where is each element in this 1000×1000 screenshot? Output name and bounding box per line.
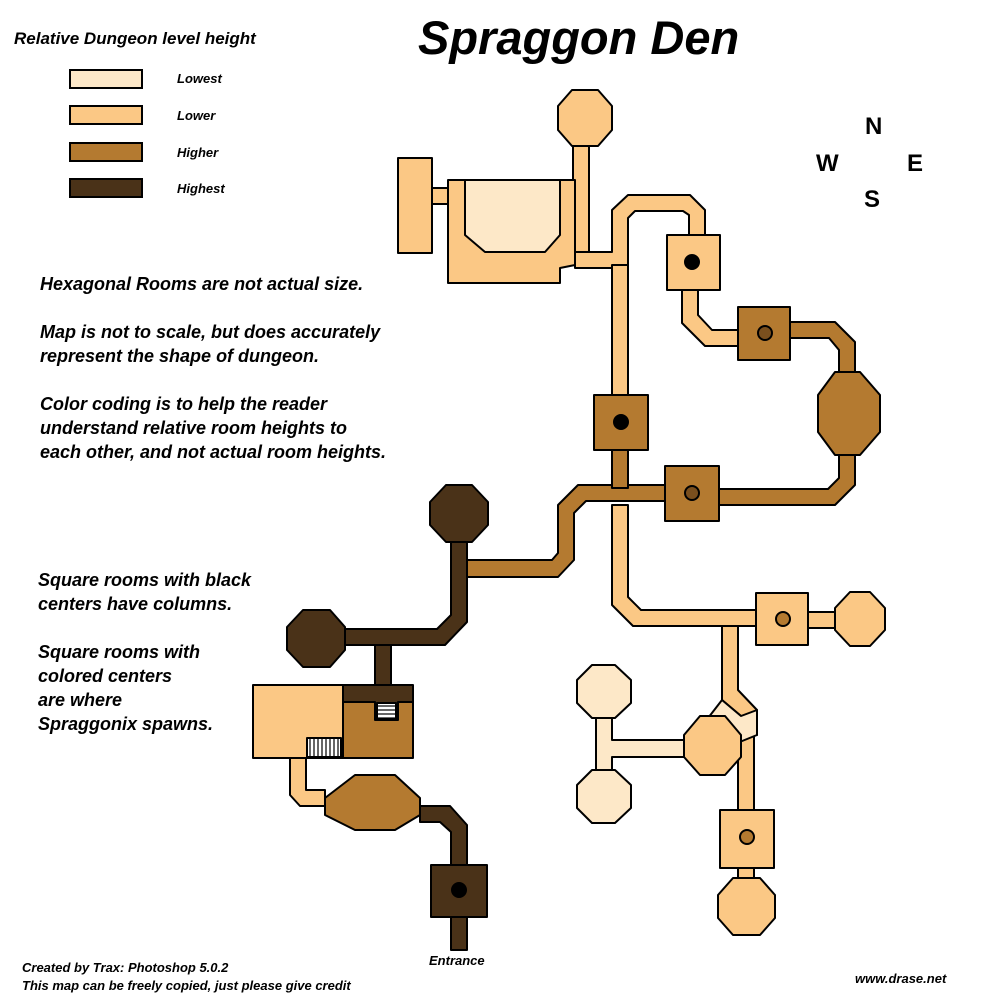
room-octagon (683, 715, 742, 776)
note-columns: Square rooms with black centers have col… (38, 570, 252, 614)
corridor (611, 447, 629, 489)
spawn-point (739, 829, 755, 845)
column (613, 414, 629, 430)
corridor (611, 504, 761, 627)
corridor (611, 264, 629, 396)
entrance-label: Entrance (429, 953, 485, 968)
compass-north: N (865, 113, 883, 140)
legend-label-lowest: Lowest (177, 71, 222, 86)
legend-label-lower: Lower (177, 108, 216, 123)
legend-swatch-highest (69, 178, 143, 198)
website-label: www.drase.net (855, 971, 947, 986)
corridor (419, 805, 468, 866)
note-color-coding: Color coding is to help the reader under… (40, 394, 387, 462)
legend-swatch-lowest (69, 69, 143, 89)
room-hexagon (324, 774, 421, 831)
room-octagon (576, 664, 632, 719)
corridor (342, 539, 468, 646)
stairs (306, 737, 342, 758)
note-spawns: Square rooms with colored centers are wh… (38, 642, 214, 734)
room-octagon (286, 609, 346, 668)
room-octagon (464, 179, 561, 253)
note-hexagonal-rooms: Hexagonal Rooms are not actual size. (40, 274, 364, 294)
legend-swatch-lower (69, 105, 143, 125)
room-square (397, 157, 433, 254)
room-octagon (834, 591, 886, 647)
credit-line-2: This map can be freely copied, just plea… (22, 978, 351, 993)
room-octagon (429, 484, 489, 543)
column (451, 882, 467, 898)
compass-east: E (907, 150, 924, 177)
map-title: Spraggon Den (418, 11, 740, 64)
corridor (466, 484, 666, 578)
legend-label-higher: Higher (177, 145, 219, 160)
spawn-point (684, 485, 700, 501)
corridor (681, 289, 741, 347)
room-octagon (817, 371, 881, 456)
spawn-point (775, 611, 791, 627)
stairs (376, 702, 397, 720)
room-octagon (576, 769, 632, 824)
room-octagon (717, 877, 776, 936)
corridor (374, 644, 392, 688)
legend-label-highest: Highest (177, 181, 225, 196)
corridor (450, 914, 468, 951)
compass-south: S (864, 186, 881, 213)
legend-swatch-higher (69, 142, 143, 162)
spawn-point (757, 325, 773, 341)
note-scale: Map is not to scale, but does accurately… (40, 322, 381, 366)
corridor (714, 449, 856, 506)
room-octagon (557, 89, 613, 147)
column (684, 254, 700, 270)
legend-title: Relative Dungeon level height (14, 29, 256, 48)
credit-line-1: Created by Trax: Photoshop 5.0.2 (22, 960, 229, 975)
corridor (289, 757, 326, 807)
compass-west: W (816, 150, 839, 177)
